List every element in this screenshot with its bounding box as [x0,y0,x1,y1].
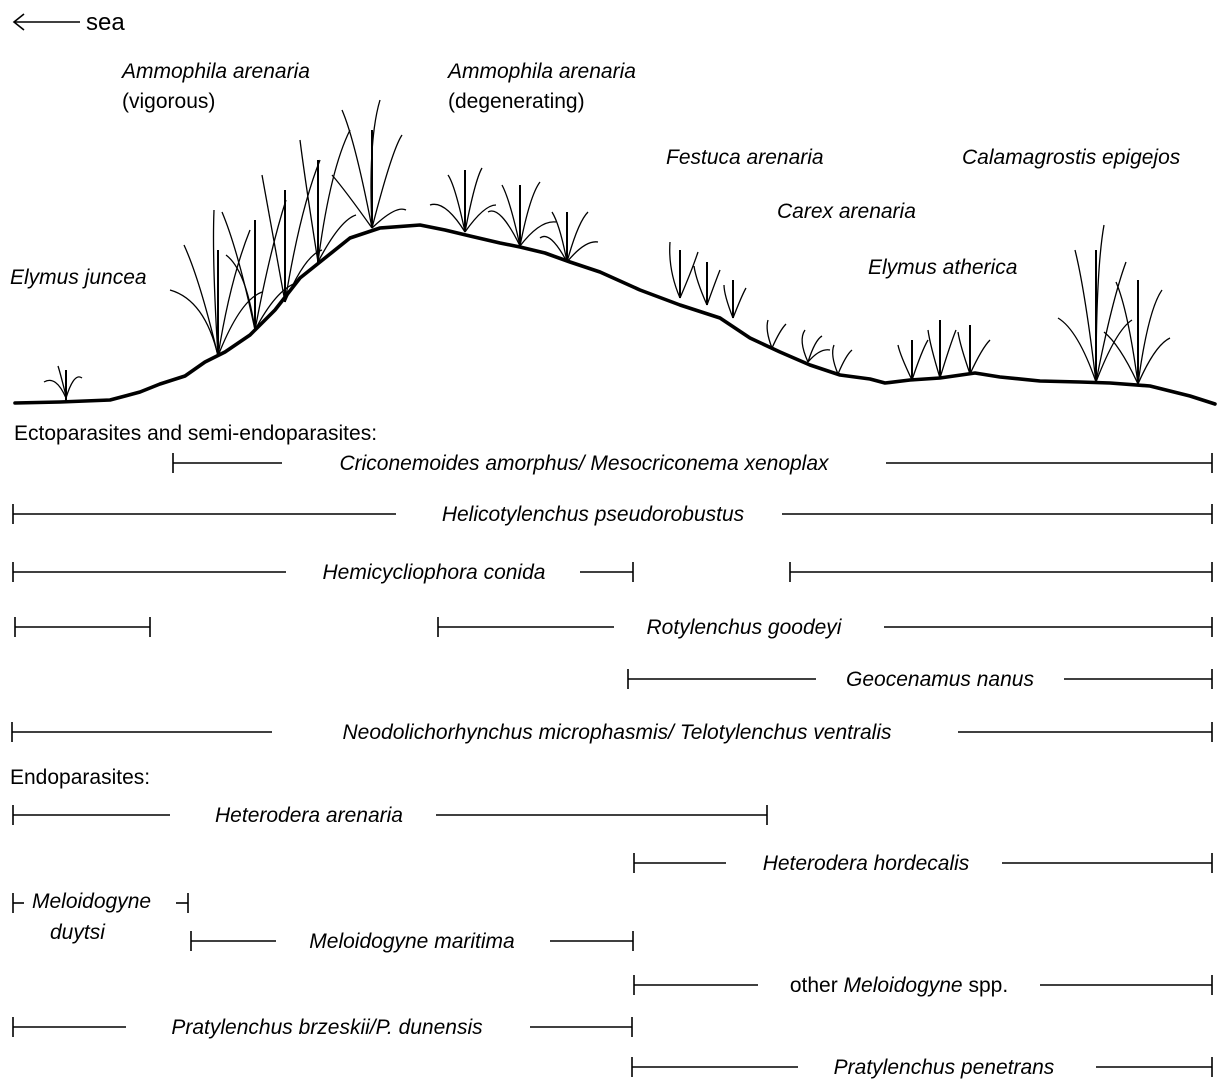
calamagrostis-epigejos-plants [1058,225,1170,384]
range-label-heterodera-hordecalis: Heterodera hordecalis [763,852,970,875]
label-elymus-juncea: Elymus juncea [10,266,147,289]
range-helicotylenchus: Helicotylenchus pseudorobustus [13,503,1212,526]
section-ectoparasites-heading: Ectoparasites and semi-endoparasites: [14,422,377,445]
label-festuca-arenaria: Festuca arenaria [666,146,824,169]
sea-arrow: sea [14,9,125,36]
range-label-pratylenchus-penetrans: Pratylenchus penetrans [834,1056,1055,1079]
label-calamagrostis-epigejos: Calamagrostis epigejos [962,146,1181,169]
other-meloidogyne-genus: Meloidogyne [844,974,963,997]
sea-label: sea [86,9,125,36]
dune-profile [15,225,1215,404]
label-ammophila-degenerating-name: Ammophila arenaria [446,60,636,83]
range-pratylenchus-brzeskii: Pratylenchus brzeskii/P. dunensis [13,1016,632,1039]
section-endoparasites-heading: Endoparasites: [10,766,150,789]
range-geocenamus: Geocenamus nanus [628,668,1212,691]
label-carex-arenaria: Carex arenaria [777,200,916,223]
label-ammophila-degenerating-note: (degenerating) [448,90,585,113]
elymus-juncea-plant [44,366,82,401]
ammophila-vigorous-plants [170,100,406,356]
label-ammophila-vigorous-name: Ammophila arenaria [120,60,310,83]
range-label-rotylenchus: Rotylenchus goodeyi [647,616,843,639]
range-criconemoides: Criconemoides amorphus/ Mesocriconema xe… [173,452,1212,475]
range-bars: Criconemoides amorphus/ Mesocriconema xe… [12,452,1212,1079]
range-other-meloidogyne: other Meloidogyne spp. [634,974,1212,997]
label-ammophila-vigorous-note: (vigorous) [122,90,215,113]
label-elymus-atherica: Elymus atherica [868,256,1017,279]
range-meloidogyne-duytsi: Meloidogyne duytsi [13,890,188,944]
range-label-meloidogyne-maritima: Meloidogyne maritima [309,930,514,953]
range-label-helicotylenchus: Helicotylenchus pseudorobustus [442,503,745,526]
other-meloidogyne-suffix: spp. [963,974,1009,997]
range-label-geocenamus: Geocenamus nanus [846,668,1034,691]
range-label-meloidogyne-duytsi-line1: Meloidogyne [32,890,151,913]
range-label-hemicycliophora: Hemicycliophora conida [323,561,546,584]
range-heterodera-hordecalis: Heterodera hordecalis [634,852,1212,875]
range-hemicycliophora: Hemicycliophora conida [13,561,1212,584]
range-label-meloidogyne-duytsi-line2: duytsi [50,921,106,944]
range-label-neodolichorhynchus: Neodolichorhynchus microphasmis/ Telotyl… [343,721,892,744]
range-rotylenchus: Rotylenchus goodeyi [15,616,1212,639]
elymus-atherica-plants [898,320,990,380]
range-meloidogyne-maritima: Meloidogyne maritima [191,930,633,953]
range-label-other-meloidogyne: other Meloidogyne spp. [790,974,1008,997]
range-label-criconemoides: Criconemoides amorphus/ Mesocriconema xe… [339,452,830,475]
range-label-pratylenchus-brzeskii: Pratylenchus brzeskii/P. dunensis [171,1016,483,1039]
range-heterodera-arenaria: Heterodera arenaria [13,804,767,827]
range-pratylenchus-penetrans: Pratylenchus penetrans [632,1056,1212,1079]
other-meloidogyne-prefix: other [790,974,844,997]
range-label-heterodera-arenaria: Heterodera arenaria [215,804,403,827]
range-neodolichorhynchus: Neodolichorhynchus microphasmis/ Telotyl… [12,721,1212,744]
ammophila-degenerating-plants [430,168,598,262]
